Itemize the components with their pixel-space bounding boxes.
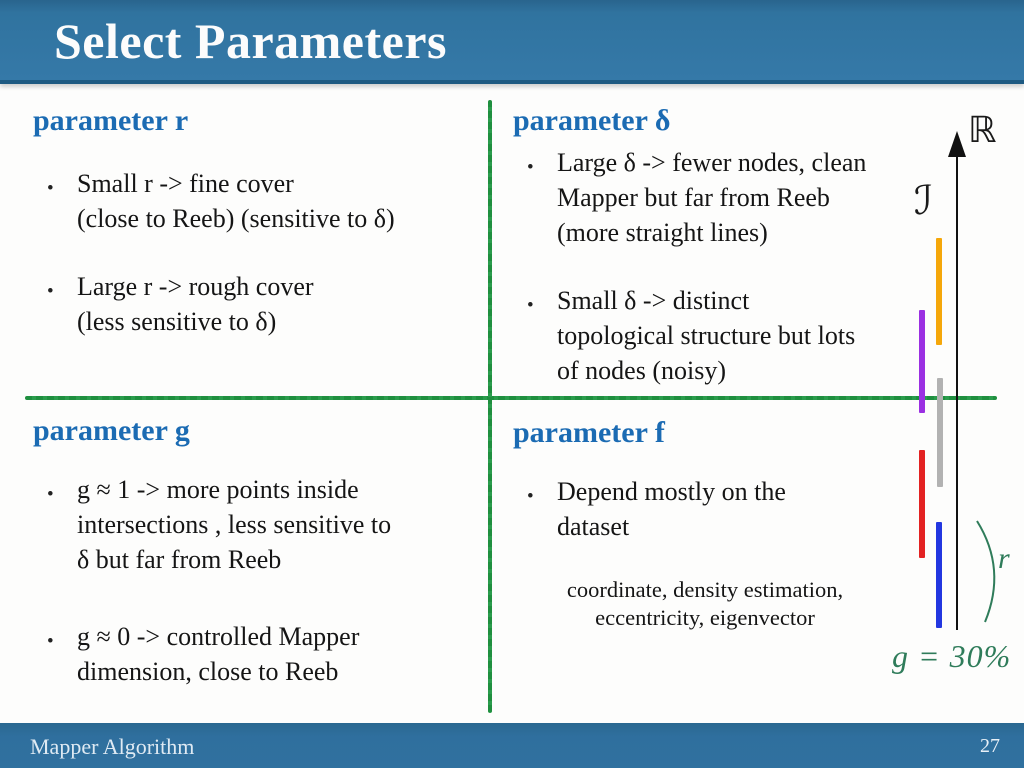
quadrant-parameter-f: parameter f • Depend mostly on the datas… <box>513 414 985 577</box>
bullet-list: • Large δ -> fewer nodes, clean Mapper b… <box>513 145 985 388</box>
bullet-item: • Small r -> fine cover (close to Reeb) … <box>33 166 485 236</box>
bullet-text: Depend mostly on the dataset <box>557 477 786 541</box>
gray-interval-bar <box>937 378 943 487</box>
bullet-item: • Large r -> rough cover (less sensitive… <box>33 269 485 339</box>
bullet-dot: • <box>47 281 54 302</box>
slide-title: Select Parameters <box>54 13 447 69</box>
bullet-item: • Large δ -> fewer nodes, clean Mapper b… <box>513 145 985 250</box>
quadrant-parameter-delta: parameter δ • Large δ -> fewer nodes, cl… <box>513 102 985 421</box>
bullet-dot: • <box>527 486 534 507</box>
bullet-text: g ≈ 1 -> more points inside intersection… <box>77 475 392 574</box>
bullet-item: • g ≈ 1 -> more points inside intersecti… <box>33 472 485 577</box>
quadrant-parameter-g: parameter g • g ≈ 1 -> more points insid… <box>33 412 485 731</box>
bullet-text: Large r -> rough cover (less sensitive t… <box>77 272 314 336</box>
filter-examples-caption: coordinate, density estimation, eccentri… <box>566 577 844 630</box>
title-bar: Select Parameters <box>0 0 1024 84</box>
bullet-text: Small δ -> distinct topological structur… <box>557 286 856 385</box>
footer-title: Mapper Algorithm <box>30 734 195 759</box>
quadrant-divider-horizontal <box>25 396 997 400</box>
quadrant-divider-vertical <box>488 100 492 713</box>
red-interval-bar <box>919 450 925 558</box>
bullet-dot: • <box>47 631 54 652</box>
real-numbers-label: ℝ <box>968 110 997 151</box>
bullet-text: Small r -> fine cover (close to Reeb) (s… <box>77 169 395 233</box>
quadrant-heading-r: parameter r <box>33 104 189 137</box>
bullet-list: • g ≈ 1 -> more points inside intersecti… <box>33 472 485 689</box>
bullet-dot: • <box>47 484 54 505</box>
axis-arrowhead-icon <box>948 131 966 157</box>
bullet-text: Large δ -> fewer nodes, clean Mapper but… <box>557 148 867 247</box>
bullet-dot: • <box>527 295 534 316</box>
bullet-item: • g ≈ 0 -> controlled Mapper dimension, … <box>33 619 485 689</box>
bullet-item: • Depend mostly on the dataset <box>513 474 985 544</box>
bullet-list: • Small r -> fine cover (close to Reeb) … <box>33 166 485 339</box>
blue-interval-bar <box>936 522 942 628</box>
page-number: 27 <box>980 735 1000 757</box>
orange-interval-bar <box>936 238 942 345</box>
bullet-dot: • <box>527 157 534 178</box>
bullet-item: • Small δ -> distinct topological struct… <box>513 283 985 388</box>
gain-label: g = 30% <box>892 638 1012 674</box>
bullet-dot: • <box>47 178 54 199</box>
footer-bar: Mapper Algorithm 27 <box>0 723 1024 768</box>
quadrant-heading-g: parameter g <box>33 414 190 447</box>
radius-label: r <box>998 542 1010 575</box>
purple-interval-bar <box>919 310 925 413</box>
bullet-list: • Depend mostly on the dataset <box>513 474 985 544</box>
interval-set-label: ℐ <box>914 178 933 224</box>
quadrant-parameter-r: parameter r • Small r -> fine cover (clo… <box>33 102 485 372</box>
bullet-text: g ≈ 0 -> controlled Mapper dimension, cl… <box>77 622 360 686</box>
quadrant-heading-f: parameter f <box>513 416 665 449</box>
real-line-axis <box>956 148 958 630</box>
quadrant-heading-delta: parameter δ <box>513 104 671 137</box>
